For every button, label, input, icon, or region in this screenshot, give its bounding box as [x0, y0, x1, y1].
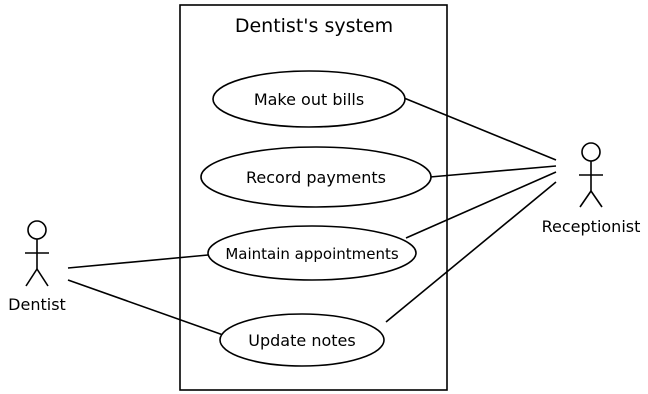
use-case-ellipse — [207, 225, 417, 281]
system-title: Dentist's system — [235, 15, 393, 37]
actor-dentist — [25, 220, 49, 287]
association-receptionist-maintain-appointments — [405, 171, 557, 239]
association-receptionist-update-notes — [385, 181, 557, 323]
use-case-record-payments: Record payments — [200, 146, 432, 208]
actor-right-leg — [36, 268, 49, 287]
use-case-ellipse — [212, 70, 406, 128]
actor-left-leg — [25, 268, 38, 287]
use-case-label: Make out bills — [254, 90, 364, 109]
use-case-maintain-appointments: Maintain appointments — [207, 225, 417, 281]
association-receptionist-make-out-bills — [403, 97, 557, 161]
actor-right-leg — [590, 190, 603, 208]
use-case-ellipse — [200, 146, 432, 208]
use-case-update-notes: Update notes — [219, 313, 385, 367]
associations — [67, 97, 557, 337]
actor-head — [581, 142, 601, 162]
actor-label-dentist: Dentist — [8, 295, 66, 314]
actor-receptionist — [579, 142, 603, 208]
use-case-label: Record payments — [246, 168, 386, 187]
association-receptionist-record-payments — [429, 165, 557, 178]
use-case-make-out-bills: Make out bills — [212, 70, 406, 128]
use-case-label: Maintain appointments — [225, 245, 399, 263]
actor-head — [27, 220, 47, 240]
use-case-label: Update notes — [248, 331, 355, 350]
actor-left-leg — [579, 190, 592, 208]
system-boundary — [179, 4, 448, 391]
use-case-ellipse — [219, 313, 385, 367]
actor-label-receptionist: Receptionist — [542, 217, 641, 236]
association-dentist-maintain-appointments — [67, 254, 209, 269]
association-dentist-update-notes — [67, 279, 227, 337]
